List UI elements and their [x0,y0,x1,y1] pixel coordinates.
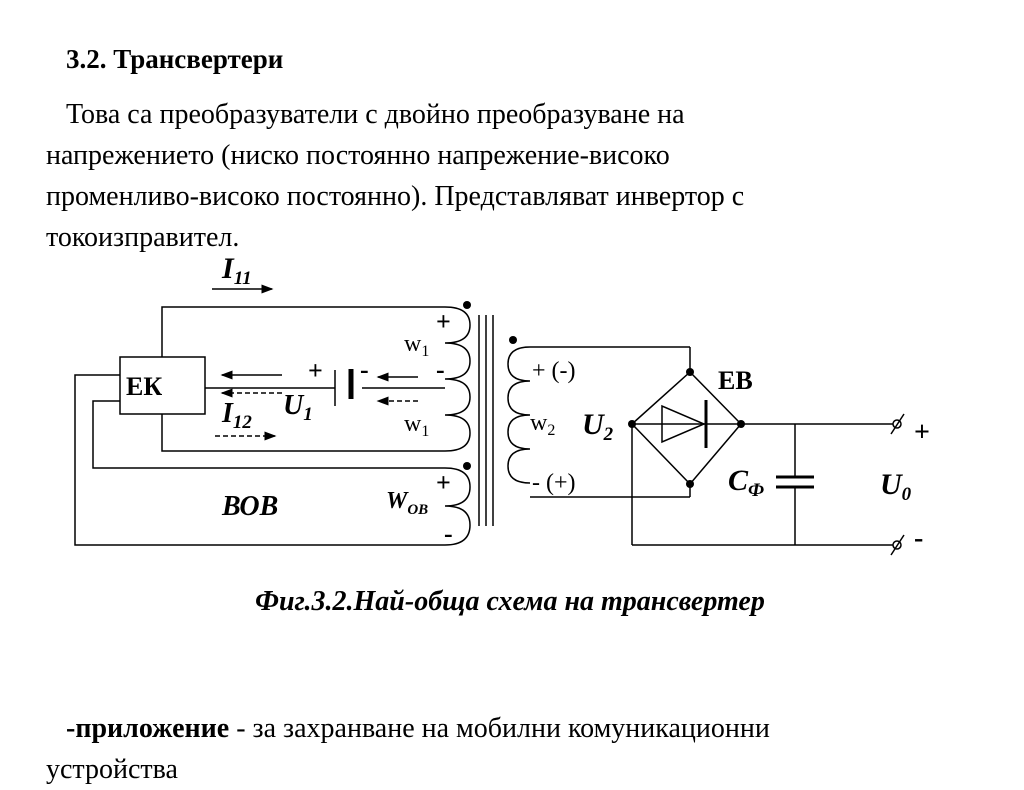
paragraph-line-4: токоизправител. [46,222,240,253]
bov-label: ВОВ [221,491,278,522]
intro-paragraph: Това са преобразуватели с двойно преобра… [46,94,946,258]
dot-bridge-top [686,368,694,376]
secondary-winding [507,346,531,484]
i11-label: I11 [221,252,252,289]
w1-top-label: w1 [404,331,429,360]
output-plus-sign: + [914,417,930,448]
feedback-winding [444,467,471,546]
wire-top [161,306,445,357]
terminal-minus-slash [890,534,905,556]
ek-label: ЕК [126,372,162,401]
wov-label: WОВ [386,488,428,518]
u1-label: U1 [283,390,313,425]
minus-battery: - [360,355,369,384]
plus-wov: + [436,468,451,497]
dot-bridge-right [737,420,745,428]
application-note-text: - за захранване на мобилни комуникационн… [229,713,770,744]
ev-label: ЕВ [718,366,753,395]
dot-bridge-bottom [686,480,694,488]
wire-feedback-lower [74,374,445,546]
wire-feedback-upper [92,400,445,469]
primary-winding [444,306,471,452]
application-note-line-2: устройства [46,754,178,785]
paragraph-line-2: напрежението (ниско постоянно напрежение… [46,140,670,171]
transverter-circuit-diagram: ЕК ЕВ ВОВ I11 I12 U1 U2 U0 CФ w1 w1 w2 W… [74,252,930,617]
u0-label: U0 [880,468,912,505]
application-note: -приложение - за захранване на мобилни к… [46,708,1006,790]
paragraph-line-3: променливо-високо постоянно). Представля… [46,181,745,212]
secondary-top-polarity: + (-) [532,358,576,384]
figure-caption: Фиг.3.2.Най-обща схема на трансвертер [255,586,765,617]
dot-primary-start [463,301,471,309]
output-minus-sign: - [914,523,923,554]
ek-block [119,356,206,415]
minus-w1: - [436,355,445,384]
i12-label: I12 [221,398,252,433]
dot-feedback-start [463,462,471,470]
section-heading: 3.2. Трансвертери [66,44,284,74]
plus-battery: + [308,356,323,385]
dot-bridge-left [628,420,636,428]
secondary-bottom-polarity: - (+) [532,470,576,496]
cf-label: CФ [728,464,764,501]
terminal-plus-slash [890,413,905,435]
w1-bottom-label: w1 [404,411,429,440]
minus-wov: - [444,519,453,548]
wire-bottom-primary [161,414,445,452]
plus-w1-top: + [436,307,451,336]
paragraph-line-1: Това са преобразуватели с двойно преобра… [66,99,685,130]
application-note-bold: -приложение [66,713,230,744]
w2-label: w2 [530,410,555,439]
dot-secondary-start [509,336,517,344]
u2-label: U2 [582,408,614,445]
